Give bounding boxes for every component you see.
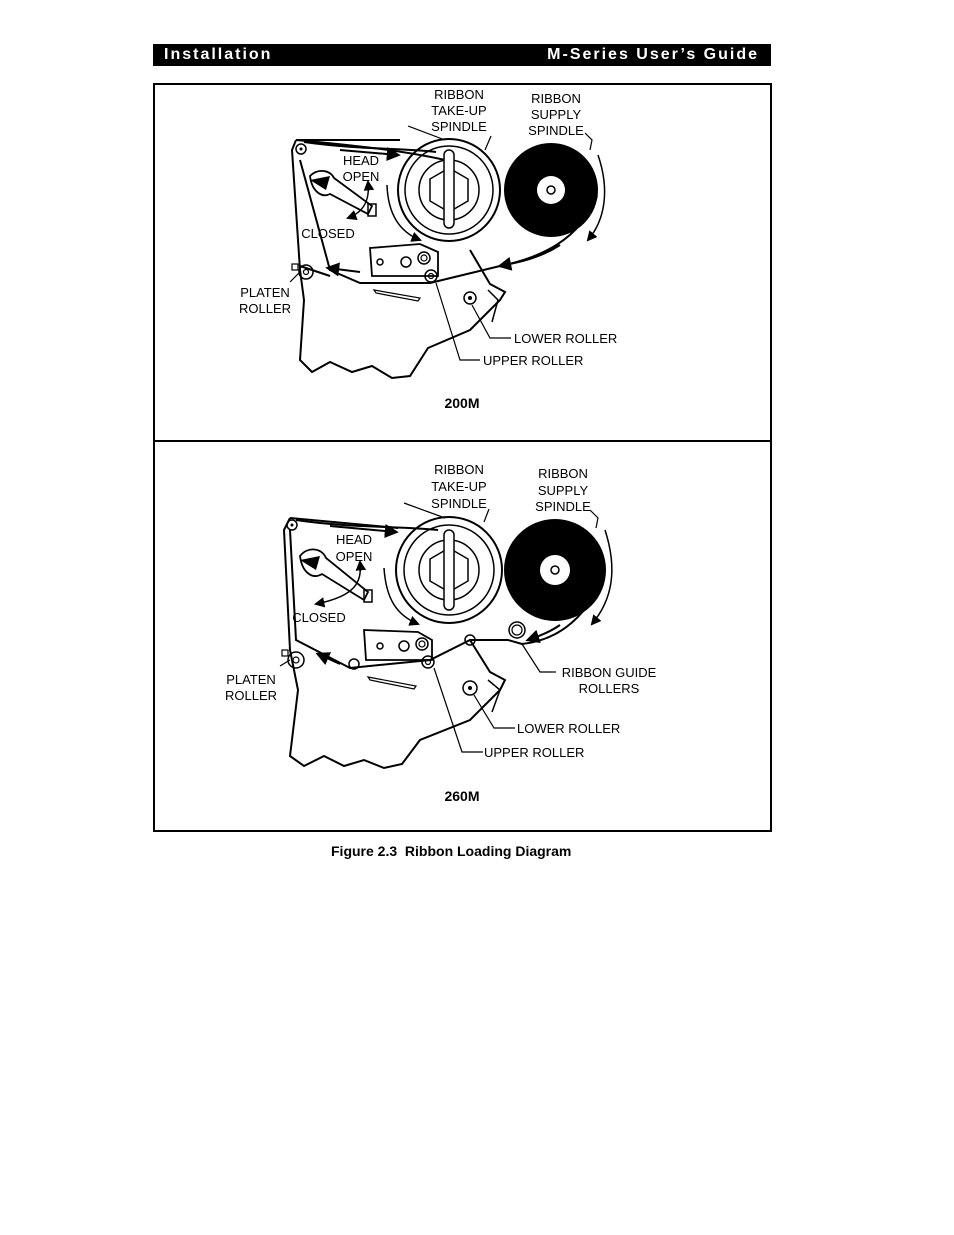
label-supply-200m-3: SPINDLE (528, 123, 584, 138)
frame-screw-260m (286, 519, 298, 531)
figure-caption: Figure 2.3 Ribbon Loading Diagram (331, 843, 572, 859)
upper-roller-200m (424, 269, 438, 283)
ribbon-path-260m (289, 519, 606, 670)
ribbon-guide-roller-1 (508, 621, 526, 639)
label-takeup-200m-3: SPINDLE (431, 119, 487, 134)
panel-divider (155, 440, 770, 442)
label-platen-260m-2: ROLLER (225, 688, 277, 703)
label-lower-roller-260m: LOWER ROLLER (517, 721, 620, 736)
label-takeup-200m-2: TAKE-UP (431, 103, 486, 118)
label-supply-200m-2: SUPPLY (531, 107, 582, 122)
platen-roller-260m (287, 651, 305, 669)
label-head-260m: HEAD (336, 532, 372, 547)
model-label-260m: 260M (444, 788, 479, 804)
label-guide-rollers-260m-1: RIBBON GUIDE (562, 665, 657, 680)
guide-title: M-Series User’s Guide (547, 46, 759, 63)
printer-frame-260m (282, 517, 507, 770)
label-lower-roller-200m: LOWER ROLLER (514, 331, 617, 346)
diagram-260m: RIBBON TAKE-UP SPINDLE RIBBON SUPPLY SPI… (225, 462, 657, 804)
label-closed-200m: CLOSED (301, 226, 354, 241)
label-open-200m: OPEN (343, 169, 380, 184)
label-takeup-260m-3: SPINDLE (431, 496, 487, 511)
label-platen-200m-2: ROLLER (239, 301, 291, 316)
label-platen-260m-1: PLATEN (226, 672, 276, 687)
label-takeup-200m-1: RIBBON (434, 87, 484, 102)
label-guide-rollers-260m-2: ROLLERS (579, 681, 640, 696)
ribbon-guide-roller-2 (464, 634, 476, 646)
figure-frame (153, 83, 772, 832)
diagram-200m: RIBBON TAKE-UP SPINDLE RIBBON SUPPLY SPI… (239, 87, 617, 411)
takeup-spindle-260m (395, 516, 503, 624)
label-upper-roller-200m: UPPER ROLLER (483, 353, 583, 368)
model-label-200m: 200M (444, 395, 479, 411)
platen-roller-200m (298, 264, 314, 280)
lower-roller-200m (463, 291, 477, 305)
printer-frame-200m (290, 139, 507, 380)
lower-roller-260m (462, 680, 478, 696)
label-supply-200m-1: RIBBON (531, 91, 581, 106)
frame-screw-200m (295, 143, 307, 155)
label-takeup-260m-1: RIBBON (434, 462, 484, 477)
label-open-260m: OPEN (336, 549, 373, 564)
label-takeup-260m-2: TAKE-UP (431, 479, 486, 494)
section-title: Installation (164, 46, 273, 63)
label-supply-260m-3: SPINDLE (535, 499, 591, 514)
label-supply-260m-1: RIBBON (538, 466, 588, 481)
label-closed-260m: CLOSED (292, 610, 345, 625)
label-platen-200m-1: PLATEN (240, 285, 290, 300)
label-supply-260m-2: SUPPLY (538, 483, 589, 498)
ribbon-path-200m (299, 141, 598, 284)
label-head-200m: HEAD (343, 153, 379, 168)
supply-spindle-260m (504, 519, 606, 621)
label-upper-roller-260m: UPPER ROLLER (484, 745, 584, 760)
supply-spindle-200m (504, 143, 598, 237)
header-bar: Installation M-Series User’s Guide (153, 44, 771, 66)
upper-roller-260m (421, 655, 435, 669)
takeup-spindle-200m (397, 138, 501, 242)
